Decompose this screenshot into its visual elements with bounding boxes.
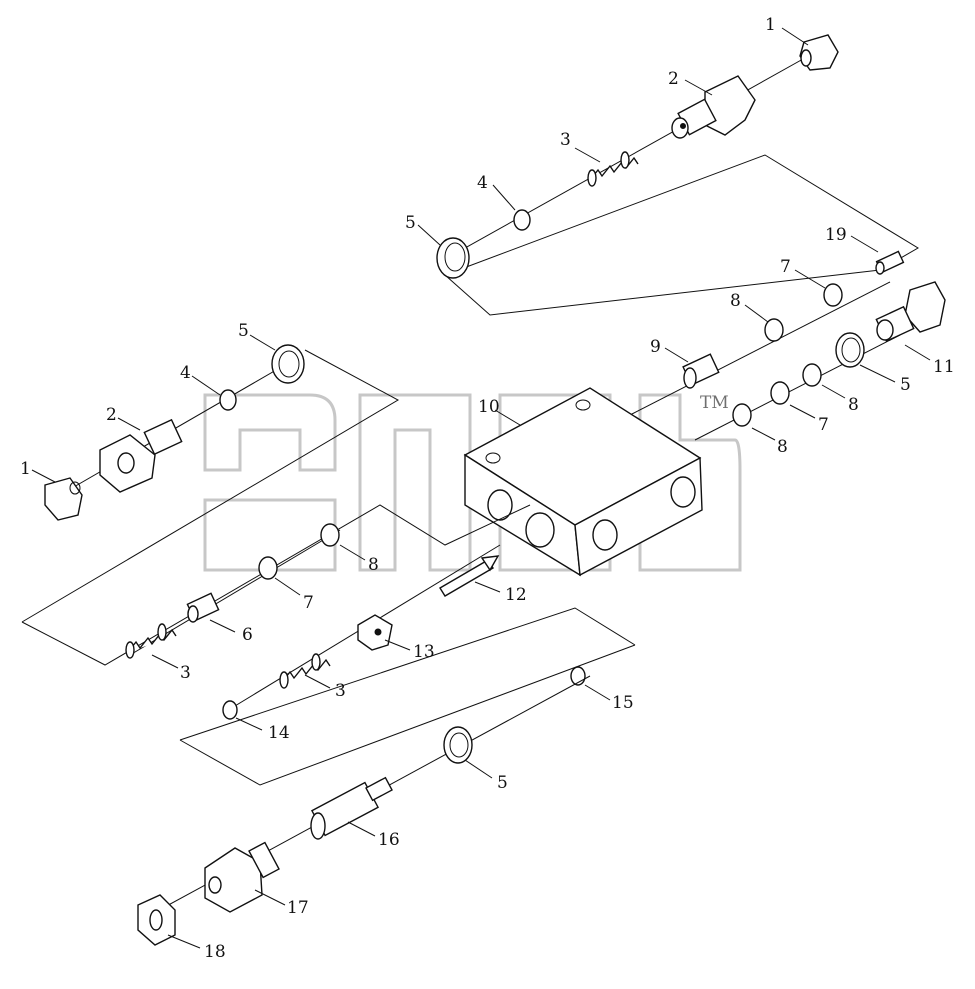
callout-17: 17 xyxy=(287,898,309,918)
valve-part-11 xyxy=(875,281,946,343)
callout-4-left: 4 xyxy=(180,363,191,383)
leader-lines xyxy=(31,27,931,949)
plug-part-9 xyxy=(682,353,720,389)
oring-part-8-lower xyxy=(732,403,752,427)
callout-15: 15 xyxy=(612,693,634,713)
callout-8-mid: 8 xyxy=(848,395,859,415)
washer-part-5-bottom xyxy=(443,726,473,764)
callout-7-upper: 7 xyxy=(780,257,791,277)
callout-2-left: 2 xyxy=(106,405,117,425)
cap-part-13 xyxy=(357,614,393,651)
callout-3-middle: 3 xyxy=(335,681,346,701)
callout-3-left: 3 xyxy=(180,663,191,683)
valve-part-2 xyxy=(671,75,756,139)
callout-11: 11 xyxy=(933,357,955,377)
callout-5-right: 5 xyxy=(900,375,911,395)
pin-part-19 xyxy=(875,250,905,275)
callout-6: 6 xyxy=(242,625,253,645)
callout-5-left: 5 xyxy=(238,321,249,341)
callout-13: 13 xyxy=(413,642,435,662)
oring-part-14 xyxy=(222,700,238,720)
valve-body-part-10 xyxy=(463,387,703,577)
right-assembly xyxy=(629,281,946,441)
washer-part-5-left xyxy=(271,344,305,384)
callout-9: 9 xyxy=(650,337,661,357)
oring-part-4 xyxy=(513,209,531,231)
spring-part-3-left xyxy=(125,623,177,659)
callout-8-left: 8 xyxy=(368,555,379,575)
callout-16: 16 xyxy=(378,830,400,850)
pin-part-12 xyxy=(439,555,500,597)
callout-8-lower: 8 xyxy=(777,437,788,457)
oring-part-7-lower xyxy=(770,381,790,405)
watermark-tm: TM xyxy=(700,393,729,413)
bottom-assembly xyxy=(137,675,591,946)
left-assembly xyxy=(21,344,531,666)
oring-part-8-left xyxy=(320,523,340,547)
nut-part-18 xyxy=(137,894,176,946)
callout-8-upper: 8 xyxy=(730,291,741,311)
valve-part-2-left xyxy=(99,418,183,493)
piston-part-16 xyxy=(310,776,393,840)
spring-part-3-middle xyxy=(279,653,331,689)
callout-18: 18 xyxy=(204,942,226,962)
callout-labels: 1 2 3 4 5 19 7 8 9 11 5 8 7 8 10 5 4 2 1… xyxy=(20,15,955,962)
callout-5-bottom: 5 xyxy=(497,773,508,793)
oring-part-8-mid xyxy=(802,363,822,387)
callout-3-top: 3 xyxy=(560,130,571,150)
washer-part-5-right xyxy=(835,332,865,368)
callout-4-top: 4 xyxy=(477,173,488,193)
callout-7-lower: 7 xyxy=(818,415,829,435)
nut-part-17 xyxy=(204,841,280,913)
callout-19: 19 xyxy=(825,225,847,245)
callout-1-top: 1 xyxy=(765,15,776,35)
callout-2-top: 2 xyxy=(668,69,679,89)
callout-1-left: 1 xyxy=(20,459,31,479)
top-assembly xyxy=(436,34,919,316)
plug-part-1-left xyxy=(44,477,83,521)
callout-12: 12 xyxy=(505,585,527,605)
oring-part-8-upper xyxy=(764,318,784,342)
spring-part-3 xyxy=(587,151,639,187)
middle-assembly xyxy=(179,544,636,786)
callout-14: 14 xyxy=(268,723,290,743)
callout-10: 10 xyxy=(478,397,500,417)
oring-part-7-left xyxy=(258,556,278,580)
callout-5-top: 5 xyxy=(405,213,416,233)
plug-part-6 xyxy=(186,592,220,623)
oring-part-7-upper xyxy=(823,283,843,307)
callout-7-left: 7 xyxy=(303,593,314,613)
plug-part-1 xyxy=(799,34,839,71)
oring-part-4-left xyxy=(219,389,237,411)
washer-part-5-top xyxy=(436,237,470,279)
